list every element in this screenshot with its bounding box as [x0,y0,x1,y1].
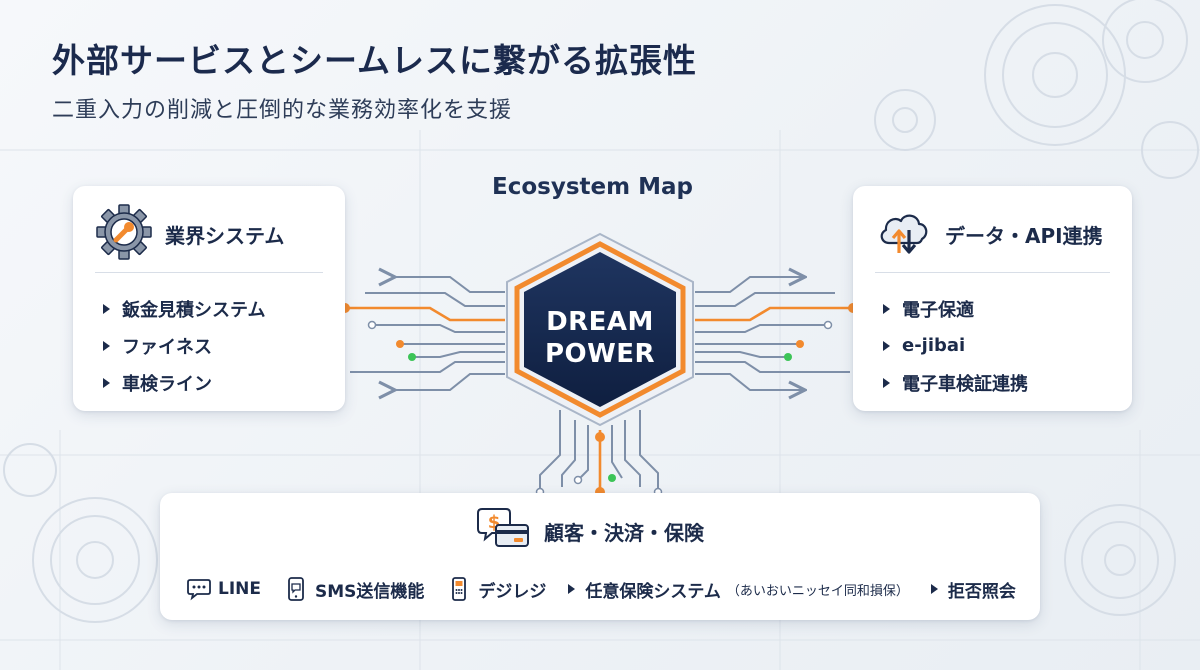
card-heading: 顧客・決済・保険 [544,520,704,545]
page-subtitle: 二重入力の削減と圧倒的な業務効率化を支援 [52,98,513,123]
payment-card-icon: $ [476,505,532,557]
service-list: LINE SMS送信機能 デジレジ [186,573,1016,605]
gear-decoration-top-right [874,0,1199,179]
item-list: 電子保適 e-jibai 電子車検証連携 [883,290,1028,401]
item-label: 車検ライン [122,373,212,395]
triangle-bullet-icon [103,340,110,351]
service-label: デジレジ [478,581,547,602]
triangle-bullet-icon [568,584,576,594]
triangle-bullet-icon [103,303,110,314]
hub-label-line2: POWER [544,339,656,369]
card-heading: データ・API連携 [945,223,1103,248]
gear-decoration-bottom-right [1064,504,1176,616]
diagram-label: Ecosystem Map [492,174,693,200]
triangle-bullet-icon [883,377,890,388]
service-label: LINE [218,579,261,599]
triangle-bullet-icon [883,340,890,351]
bottom-connectors [539,410,659,492]
triangle-bullet-icon [930,584,938,594]
item-label: e-jibai [902,335,966,356]
service-item-sms: SMS送信機能 [283,576,424,602]
mobile-phone-icon [283,576,309,602]
list-item: 電子保適 [883,290,1028,327]
card-header: $ 顧客・決済・保険 [476,505,704,557]
list-item: 鈑金見積システム [103,290,265,327]
list-item: ファイネス [103,327,265,364]
card-heading: 業界システム [165,223,285,248]
chat-bubble-icon [186,576,212,602]
hub-hexagon [506,232,694,427]
page-title: 外部サービスとシームレスに繋がる拡張性 [52,41,698,80]
divider [875,272,1110,273]
card-terminal-icon [446,576,472,602]
card-header: 業界システム [95,204,284,264]
left-connectors [345,277,505,390]
data-api-card: データ・API連携 電子保適 e-jibai 電子車検証連携 [853,186,1132,411]
card-header: データ・API連携 [875,204,1103,264]
service-item-insurance: 任意保険システム （あいおいニッセイ同和損保） [568,577,909,602]
service-item-line: LINE [186,576,261,602]
divider [95,272,323,273]
item-list: 鈑金見積システム ファイネス 車検ライン [103,290,265,401]
list-item: e-jibai [883,327,1028,364]
right-connector-dots [784,303,858,361]
gear-wrench-icon [95,203,153,265]
item-label: ファイネス [122,336,212,358]
list-item: 電子車検証連携 [883,364,1028,401]
hub-label-line1: DREAM [546,307,654,337]
service-item-inquiry: 拒否照会 [930,577,1016,602]
service-label: SMS送信機能 [315,581,425,602]
list-item: 車検ライン [103,364,265,401]
customer-payment-insurance-card: $ 顧客・決済・保険 LINE [160,493,1040,620]
item-label: 電子保適 [902,299,974,321]
item-label: 電子車検証連携 [902,373,1028,395]
service-label: 拒否照会 [947,581,1016,602]
left-connector-dots [340,303,416,361]
right-connectors [695,277,853,390]
triangle-bullet-icon [103,377,110,388]
service-item-register: デジレジ [446,576,546,602]
service-note: （あいおいニッセイ同和損保） [726,583,909,599]
industry-systems-card: 業界システム 鈑金見積システム ファイネス 車検ライン [73,186,345,411]
service-label: 任意保険システム [585,581,721,602]
triangle-bullet-icon [883,303,890,314]
item-label: 鈑金見積システム [122,299,266,321]
gear-decoration-bottom-left [3,443,158,623]
cloud-sync-icon [875,203,933,265]
